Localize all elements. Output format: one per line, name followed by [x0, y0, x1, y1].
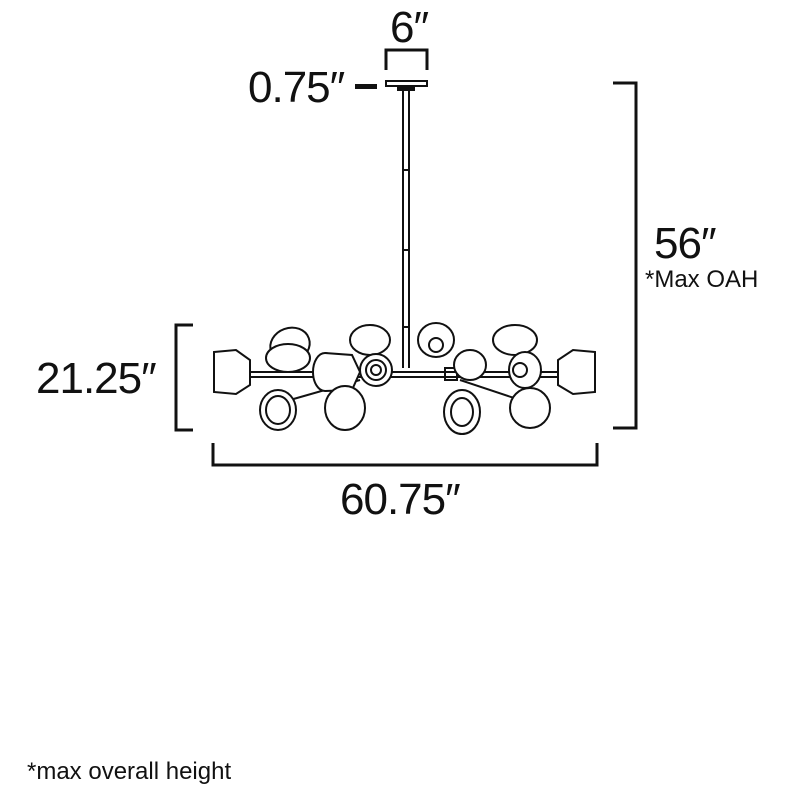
- overall-height-label: 56″: [654, 219, 717, 268]
- shades: [213, 322, 596, 435]
- fixture-height-bracket: [174, 323, 193, 432]
- canopy-plate: [385, 80, 428, 91]
- overall-height-bracket: [613, 81, 638, 430]
- downrod: [402, 90, 410, 368]
- canopy-height-label: 0.75″: [248, 63, 345, 112]
- fixture-height-label: 21.25″: [36, 354, 157, 403]
- canopy-height-marker: [355, 84, 377, 89]
- fixture-width-bracket: [211, 443, 599, 467]
- overall-height-note: *Max OAH: [645, 266, 759, 293]
- footnote: *max overall height: [27, 758, 232, 785]
- canopy-width-bracket: [384, 48, 429, 70]
- fixture-width-label: 60.75″: [340, 475, 461, 524]
- canopy-width-label: 6″: [390, 3, 429, 52]
